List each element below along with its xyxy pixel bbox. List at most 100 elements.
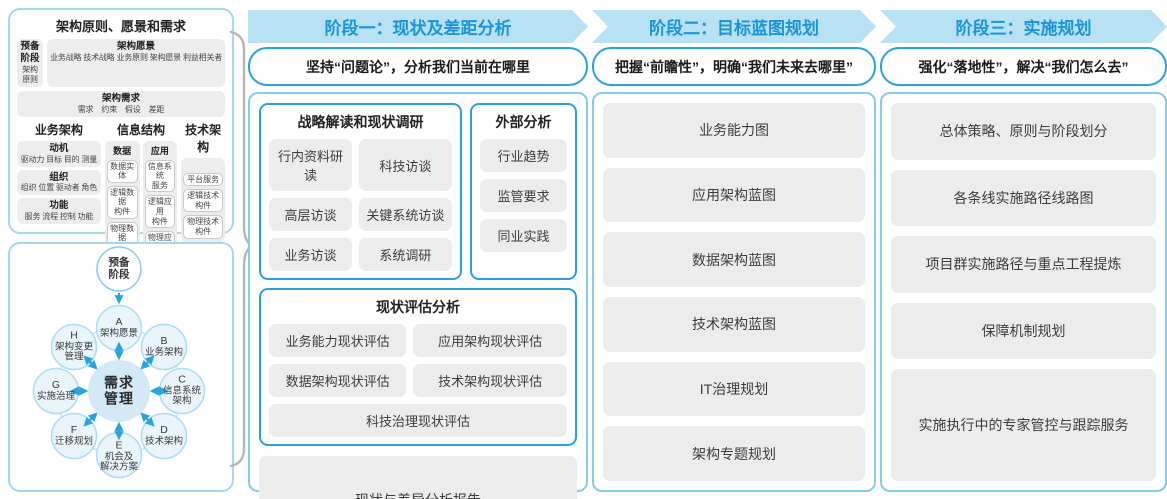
phase-2-band: 阶段二：目标蓝图规划 [592,10,876,43]
panel-title: 架构原则、愿景和需求 [55,19,186,34]
phase-1-slogan: 坚持“问题论”，分析我们当前在哪里 [248,47,588,86]
assessment-box: 现状评估分析 业务能力现状评估 应用架构现状评估 数据架构现状评估 技术架构现状… [259,288,577,446]
logical-data-chip: 逻辑数据 构件 [106,185,138,219]
logical-app-chip: 逻辑应用 构件 [144,195,176,229]
external-chip: 同业实践 [479,219,567,252]
info-system-service-chip: 信息系统 服务 [144,159,176,193]
survey-chip: 业务访谈 [269,238,352,271]
survey-chip: 系统调研 [358,238,452,271]
requirement-row: 架构需求 需求 约束 假设 差距 [17,90,225,117]
business-arch-title: 业务架构 [34,122,83,137]
assessment-chip: 技术架构现状评估 [413,364,567,397]
application-title: 应用 [150,145,169,156]
double-arrow-icon [83,412,98,427]
physical-tech-chip: 物理技术 构件 [183,215,223,239]
phase-2-column: 阶段二：目标蓝图规划 把握“前瞻性”，明确“我们未来去哪里” 业务能力图 应用架… [592,10,876,492]
survey-chip: 科技访谈 [358,139,452,191]
architecture-requirement-box: 架构需求 需求 约束 假设 差距 [17,90,225,117]
info-structure-title: 信息结构 [116,122,165,137]
phase-3-column: 阶段三：实施规划 强化“落地性”，解决“我们怎么去” 总体策略、原则与阶段划分 … [880,10,1167,492]
double-arrow-icon [83,355,98,370]
deliverable-box-tall: 实施执行中的专家管控与跟踪服务 [891,369,1156,482]
requirements-management-label: 需求 管理 [104,374,134,406]
motivation-sub: 驱动力 目标 目的 测量 [20,154,98,164]
technology-architecture-column: 技术架构 平台服务 逻辑技术 构件 物理技术 构件 [181,121,225,267]
organization-title: 组织 [49,171,69,183]
phase-3-slogan: 强化“落地性”，解决“我们怎么去” [880,47,1167,86]
phase-1-band: 阶段一：现状及差距分析 [248,10,588,43]
survey-grid: 行内资料研读 科技访谈 高层访谈 关键系统访谈 业务访谈 系统调研 [269,139,452,271]
deliverable-box: 数据架构蓝图 [603,232,865,288]
function-sub: 服务 流程 控制 功能 [24,212,94,222]
deliverable-box: 各条线实施路径线路图 [891,169,1156,227]
deliverable-box: IT治理规划 [603,361,865,417]
survey-chip: 行内资料研读 [269,139,352,191]
req-sub: 需求 约束 假设 差距 [77,104,165,114]
external-chip: 监管要求 [479,179,567,212]
assessment-chip: 数据架构现状评估 [269,364,407,397]
assessment-grid: 业务能力现状评估 应用架构现状评估 数据架构现状评估 技术架构现状评估 [269,324,567,397]
tech-arch-title: 技术架构 [185,122,222,154]
gap-analysis-report-box: 现状与差异分析报告 [259,456,577,499]
assessment-chip: 应用架构现状评估 [413,324,567,357]
motivation-box: 动机 驱动力 目标 目的 测量 [17,140,101,167]
organization-sub: 组织 位置 驱动者 角色 [20,183,98,193]
external-analysis-box: 外部分析 行业趋势 监管要求 同业实践 [469,103,577,280]
architecture-columns-row: 业务架构 动机 驱动力 目标 目的 测量 组织 组织 位置 驱动者 角色 功能 … [17,121,225,267]
phase-1-column: 阶段一：现状及差距分析 坚持“问题论”，分析我们当前在哪里 战略解读和现状调研 … [248,10,588,499]
phase-3-band: 阶段三：实施规划 [880,10,1167,43]
deliverable-box: 应用架构蓝图 [603,167,865,223]
data-title: 数据 [113,145,132,156]
tech-subcolumn: 平台服务 逻辑技术 构件 物理技术 构件 [181,157,225,242]
vision-title: 架构愿景 [117,41,156,52]
double-arrow-icon [140,412,155,427]
survey-chip: 高层访谈 [269,198,352,231]
phase-2-slogan: 把握“前瞻性”，明确“我们未来去哪里” [592,47,876,86]
deliverable-box: 业务能力图 [603,103,865,158]
deliverable-box: 总体策略、原则与阶段划分 [891,103,1156,160]
phase-1-body: 战略解读和现状调研 行内资料研读 科技访谈 高层访谈 关键系统访谈 业务访谈 系… [248,92,588,499]
deliverable-box: 架构专题规划 [603,426,865,482]
organization-box: 组织 组织 位置 驱动者 角色 [17,169,101,196]
vision-row: 预备阶段 架构原则 架构愿景 业务战略 技术战略 业务原则 架构愿景 利益相关者 [17,39,225,87]
phase-3-body: 总体策略、原则与阶段划分 各条线实施路径线路图 项目群实施路径与重点工程提炼 保… [880,92,1167,492]
req-title: 架构需求 [101,92,140,104]
data-entity-chip: 数据实体 [106,159,138,183]
external-title: 外部分析 [495,114,552,130]
motivation-title: 动机 [49,142,69,154]
assessment-chip: 业务能力现状评估 [269,324,407,357]
prep-circle [96,246,142,292]
external-stack: 行业趋势 监管要求 同业实践 [479,139,567,252]
survey-chip: 关键系统访谈 [358,198,452,231]
assessment-title: 现状评估分析 [376,299,460,315]
deliverable-box: 保障机制规划 [891,302,1156,360]
deliverable-box: 技术架构蓝图 [603,297,865,352]
adm-cycle-graphic [32,246,206,479]
function-box: 功能 服务 流程 控制 功能 [17,198,101,225]
deliverable-box: 项目群实施路径与重点工程提炼 [891,236,1156,293]
prep-phase-label: 预备 阶段 [108,256,130,280]
prep-title: 预备阶段 [20,41,40,64]
business-architecture-column: 业务架构 动机 驱动力 目标 目的 测量 组织 组织 位置 驱动者 角色 功能 … [17,121,101,267]
survey-title: 战略解读和现状调研 [297,114,424,130]
architecture-vision-box: 架构愿景 业务战略 技术战略 业务原则 架构愿景 利益相关者 [47,39,225,87]
double-arrow-icon [140,355,155,370]
phase-2-deliverables: 业务能力图 应用架构蓝图 数据架构蓝图 技术架构蓝图 IT治理规划 架构专题规划 [603,103,865,482]
vision-sub: 业务战略 技术战略 业务原则 架构愿景 利益相关者 [50,52,222,62]
platform-service-chip: 平台服务 [183,172,223,187]
function-title: 功能 [49,200,69,212]
logical-tech-chip: 逻辑技术 构件 [183,189,223,213]
prep-phase-box: 预备阶段 架构原则 [17,39,44,87]
phase-2-body: 业务能力图 应用架构蓝图 数据架构蓝图 技术架构蓝图 IT治理规划 架构专题规划 [592,92,876,492]
assessment-chip-wide: 科技治理现状评估 [269,404,567,437]
prep-sub: 架构原则 [22,64,38,84]
